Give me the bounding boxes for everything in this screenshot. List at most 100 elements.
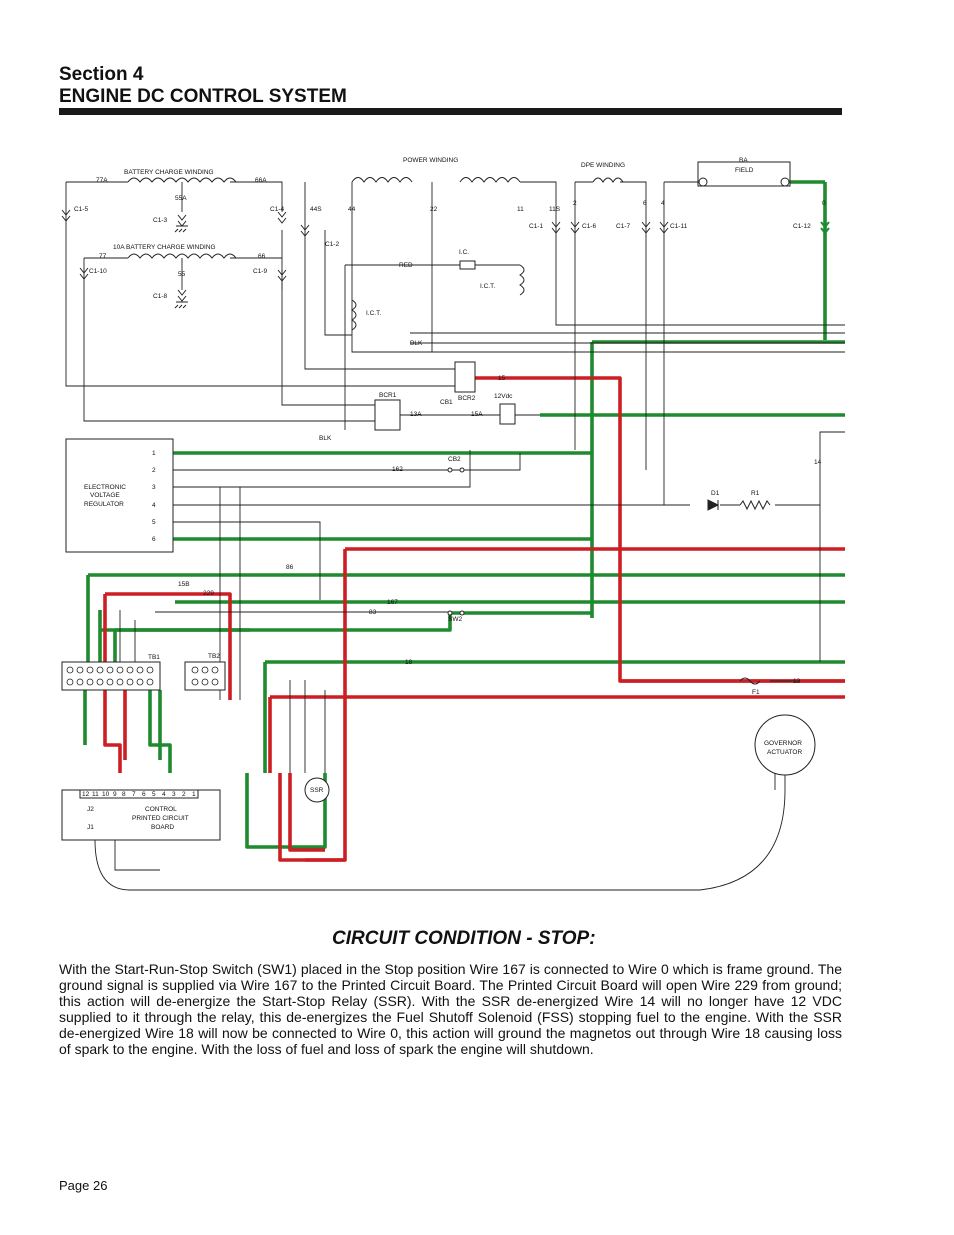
wire-number: 162 [392,466,403,473]
sw2-contact-a [447,610,453,616]
label-f1: F1 [752,689,760,696]
connector-label: C1-1 [529,223,543,230]
c1-10-icon [79,267,89,280]
pcb-pin: 2 [182,791,186,798]
c1-4-icon [277,211,287,224]
label-tb2: TB2 [208,653,220,660]
governor-actuator [754,714,816,776]
wiring-diagram: BATTERY CHARGE WINDING 10A BATTERY CHARG… [61,157,845,891]
cb2-contact-a [447,467,453,473]
ssr-relay [304,777,330,803]
label-field: FIELD [735,167,754,174]
pcb-pin: 7 [132,791,136,798]
wire-number: 22 [430,206,438,213]
wire-number: 13A [410,411,422,418]
wire-number: 18 [405,659,413,666]
c1-6-icon [570,221,580,234]
ground-icon [174,301,188,309]
page-number: Page 26 [59,1178,108,1193]
pcb-pin: 8 [122,791,126,798]
pcb-pin: 12 [82,791,90,798]
wire-number: 77 [99,253,107,260]
label-tb1: TB1 [148,654,160,661]
connector-label: C1-3 [153,217,167,224]
evr-pin: 6 [152,536,156,543]
power-wires [103,376,845,862]
c1-1-icon [551,221,561,234]
signal-wires [65,181,845,891]
pcb-label-line1: CONTROL [145,806,177,813]
c1-7-icon [641,221,651,234]
wire-number: 6 [643,200,647,207]
connector-label: C1-7 [616,223,630,230]
governor-label-line2: ACTUATOR [767,749,802,756]
cb2-contact-b [459,467,465,473]
evr-label-line3: REGULATOR [84,501,124,508]
wire-number: 83 [369,609,377,616]
terminal-screws [66,666,219,686]
pcb-pin: 6 [142,791,146,798]
connector-label: C1-8 [153,293,167,300]
wire-number: 11 [517,206,524,213]
label-dpe-winding: DPE WINDING [581,162,625,169]
pcb-pin: 11 [92,791,99,798]
pcb-pin: 1 [192,791,196,798]
connector-label: C1-2 [325,241,339,248]
label-ic: I.C. [459,249,469,256]
wire-number: 44S [310,206,322,213]
12v-box [499,403,516,425]
label-blk-2: BLK [319,435,332,442]
pcb-pin-row [79,789,199,799]
connector-label: C1-11 [670,223,688,230]
governor-label-line1: GOVERNOR [764,740,802,747]
label-r1: R1 [751,490,760,497]
label-cb1: CB1 [440,399,453,406]
wire-number: 14 [814,459,822,466]
ic-fuse [459,260,476,270]
section-number: Section 4 [59,64,144,85]
section-heading: Section 4 ENGINE DC CONTROL SYSTEM [59,64,347,108]
connector-label: C1-12 [793,223,811,230]
pcb-pin: 5 [152,791,156,798]
label-red: RED [399,262,413,269]
brush-right-icon [780,177,790,187]
evr-pin: 3 [152,484,156,491]
evr-pin: 5 [152,519,156,526]
label-ssr: SSR [310,787,324,794]
pcb-pin: 4 [162,791,166,798]
ba-field-box [697,161,791,187]
connector-label: C1-6 [582,223,596,230]
c1-12-icon [820,221,830,235]
wire-number: 15A [471,411,483,418]
wire-number: 55A [175,195,187,202]
wire-number: 15B [178,581,190,588]
c1-3-icon [177,214,187,227]
label-ba: BA [739,157,748,164]
wire-number: 4 [661,200,665,207]
condition-text: With the Start-Run-Stop Switch (SW1) pla… [59,961,842,1057]
connector-chevrons [61,209,830,302]
coils [127,177,771,685]
evr-pin: 1 [152,450,156,457]
evr-label-line1: ELECTRONIC [84,484,126,491]
label-ict-right: I.C.T. [480,283,495,290]
label-j1: J1 [87,824,94,831]
label-blk-1: BLK [410,340,423,347]
wire-number: 66A [255,177,267,184]
wire-number: 66 [258,253,266,260]
label-ict-left: I.C.T. [366,310,381,317]
wire-number: 86 [286,564,294,571]
wire-number: 11S [549,206,561,213]
evr-pin: 2 [152,467,156,474]
wire-number: 15 [498,375,506,382]
label-j2: J2 [87,806,94,813]
evr-label-line2: VOLTAGE [90,492,120,499]
bcr2-box [454,361,476,393]
components [61,161,816,841]
diagram-labels: BATTERY CHARGE WINDING 10A BATTERY CHARG… [74,157,826,831]
connector-label: C1-5 [74,206,88,213]
wire-number: 0 [822,200,826,207]
label-12vdc: 12Vdc [494,393,513,400]
pcb-pin: 3 [172,791,176,798]
evr-box [65,438,174,553]
